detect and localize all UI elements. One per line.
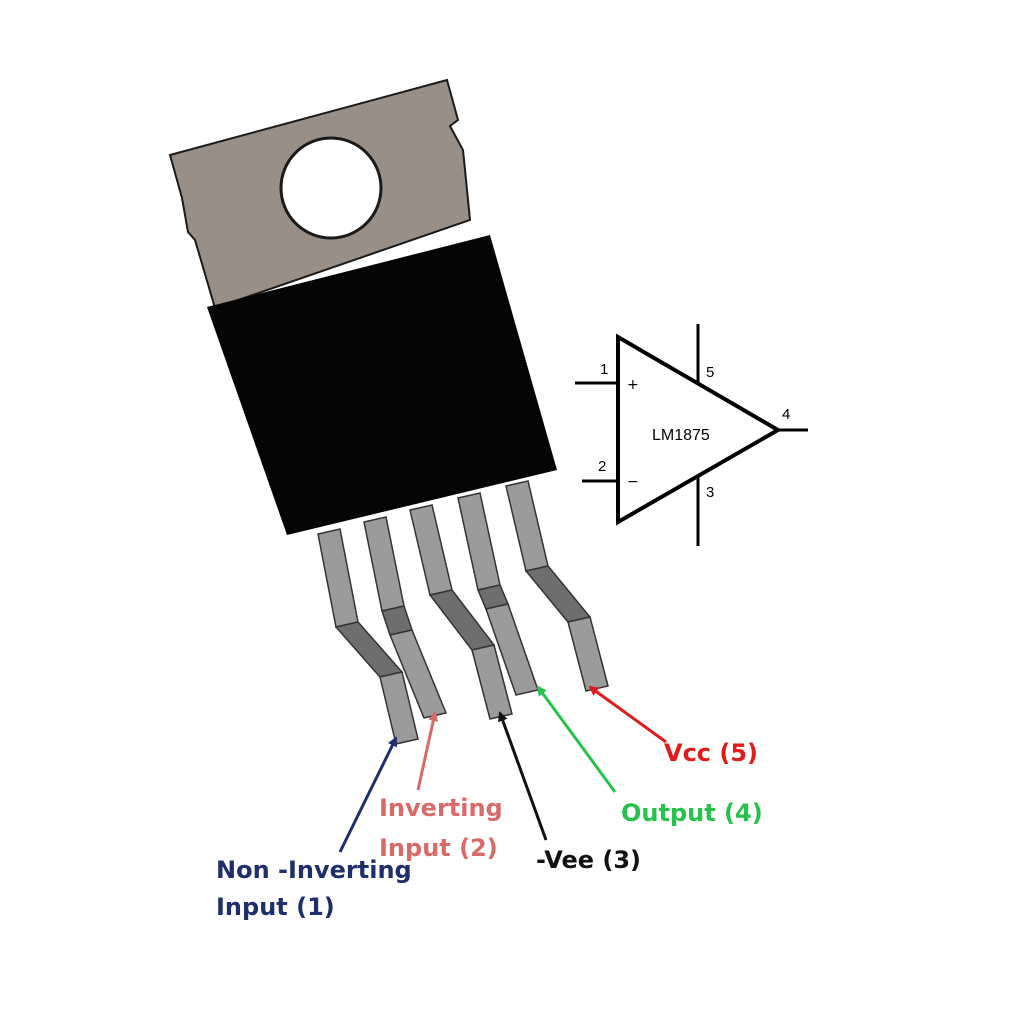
pin1-number: 1 — [600, 361, 608, 378]
arrow-noninv — [338, 736, 398, 853]
arrow-vee — [498, 711, 548, 841]
opamp-symbol: 1 2 5 3 4 + − LM1875 — [575, 324, 808, 546]
pin3-number: 3 — [706, 484, 714, 501]
pin2-number: 2 — [598, 458, 606, 475]
pin-labels: Non -Inverting Input (1) Inverting Input… — [216, 739, 763, 921]
label-inverting-line1: Inverting — [379, 794, 503, 822]
lead-pin-5 — [505, 480, 609, 692]
minus-sign: − — [627, 474, 639, 490]
lead-pin-1 — [317, 528, 419, 745]
pin-arrows — [338, 685, 667, 853]
label-noninverting-line2: Input (1) — [216, 893, 335, 921]
arrow-out — [536, 685, 617, 793]
opamp-part-name: LM1875 — [652, 427, 710, 444]
mounting-hole — [279, 136, 383, 240]
arrow-inv — [416, 711, 439, 791]
lead-pin-3 — [409, 504, 513, 720]
arrow-vcc — [588, 685, 667, 744]
label-vcc: Vcc (5) — [664, 739, 758, 767]
label-vee: -Vee (3) — [536, 846, 641, 874]
package-leads — [317, 480, 609, 745]
to220-package — [168, 78, 557, 535]
pin4-number: 4 — [782, 406, 790, 423]
package-body — [207, 235, 557, 535]
lead-pin-2 — [363, 516, 448, 719]
pin5-number: 5 — [706, 364, 714, 381]
plus-sign: + — [627, 377, 639, 393]
label-noninverting-line1: Non -Inverting — [216, 856, 412, 884]
label-inverting-line2: Input (2) — [379, 834, 498, 862]
label-output: Output (4) — [621, 799, 763, 827]
